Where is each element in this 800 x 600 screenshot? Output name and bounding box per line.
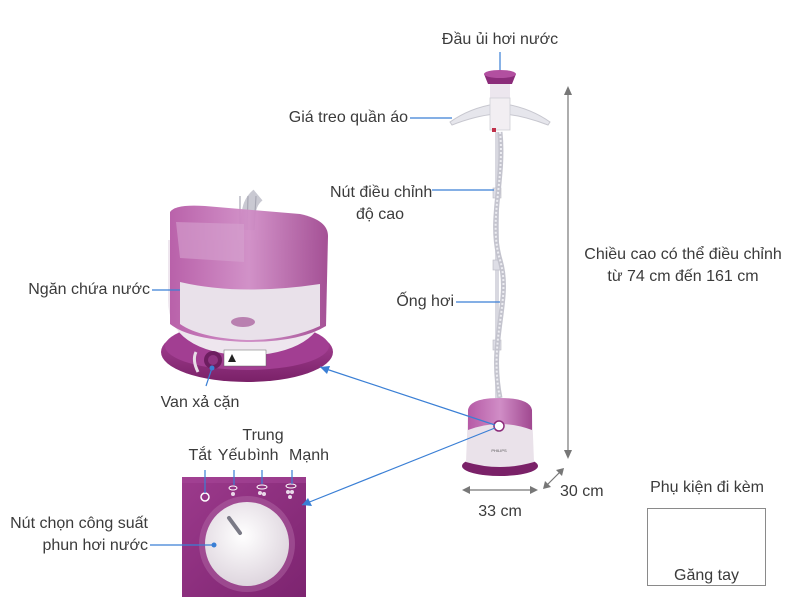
power-selector-knob[interactable]	[205, 502, 289, 586]
steamer-full: PHILIPS	[449, 70, 551, 476]
label-power-selector-1: Nút chọn công suất	[10, 515, 148, 532]
callout-lines	[150, 52, 501, 546]
level-medium-icon	[256, 484, 268, 496]
label-power-selector-2: phun hơi nước	[42, 537, 148, 554]
label-level-low: Yếu	[217, 447, 247, 464]
accessories-title: Phụ kiện đi kèm	[650, 479, 764, 496]
accessory-glove-label: Găng tay	[674, 567, 739, 584]
label-level-off: Tắt	[188, 447, 212, 464]
tank-closeup	[161, 189, 333, 382]
brand-text: PHILIPS	[491, 448, 507, 453]
level-high-icon	[285, 483, 297, 499]
label-drain-valve: Van xả cặn	[160, 394, 240, 411]
label-steam-head: Đầu ủi hơi nước	[441, 31, 559, 48]
label-level-medium-1: Trung	[242, 427, 284, 444]
label-height-range-1: Chiều cao có thể điều chỉnh	[584, 246, 782, 263]
label-height-knob-2: độ cao	[355, 206, 405, 223]
label-width: 33 cm	[478, 503, 522, 520]
label-level-medium-2: bình	[247, 447, 279, 464]
label-depth: 30 cm	[560, 483, 604, 500]
label-height-knob-1: Nút điều chỉnh	[330, 184, 433, 201]
level-low-icon	[228, 485, 238, 496]
accessories-box: Găng tay	[647, 508, 766, 586]
label-hanger: Giá treo quần áo	[288, 109, 408, 126]
label-water-tank: Ngăn chứa nước	[28, 281, 150, 298]
label-hose: Ống hơi	[396, 293, 454, 310]
label-height-range-2: từ 74 cm đến 161 cm	[607, 268, 759, 285]
control-panel-closeup	[182, 477, 306, 597]
label-level-high: Mạnh	[288, 447, 330, 464]
